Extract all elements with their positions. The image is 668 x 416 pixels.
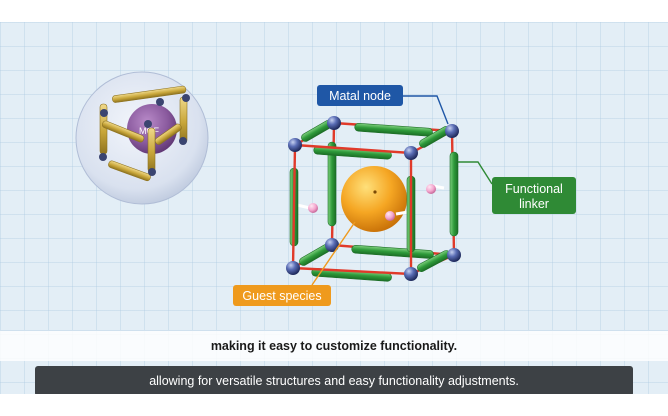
metal-node <box>286 261 300 275</box>
video-frame: MOF <box>0 22 668 394</box>
metal-node <box>404 146 418 160</box>
linker-back-left <box>327 141 337 227</box>
svg-text:linker: linker <box>519 197 549 211</box>
linker-back-bottom <box>351 244 434 259</box>
metal-node-label: Matal node <box>317 85 403 106</box>
callout-lines <box>311 95 493 286</box>
guest-species-label: Guest species <box>233 285 331 306</box>
subtitle-lower: allowing for versatile structures and ea… <box>35 366 633 394</box>
metal-node <box>445 124 459 138</box>
mof-nodes <box>99 94 190 176</box>
metal-node <box>325 238 339 252</box>
guest-species-center-dot <box>373 190 377 194</box>
subtitle-upper: making it easy to customize functionalit… <box>0 330 668 361</box>
functional-linker-label: Functional linker <box>492 177 576 214</box>
metal-node <box>288 138 302 152</box>
svg-text:Matal node: Matal node <box>329 89 391 103</box>
svg-text:Functional: Functional <box>505 182 563 196</box>
metal-nodes <box>286 116 461 281</box>
mof-bubble: MOF <box>75 71 209 205</box>
guest-species-sphere <box>341 166 407 232</box>
metal-node <box>327 116 341 130</box>
linker-back-right <box>449 151 459 237</box>
functional-groups <box>296 184 445 221</box>
svg-text:Guest species: Guest species <box>242 289 321 303</box>
metal-node <box>447 248 461 262</box>
metal-node <box>404 267 418 281</box>
linker-back-top <box>354 122 433 137</box>
framework-cube <box>286 116 461 282</box>
